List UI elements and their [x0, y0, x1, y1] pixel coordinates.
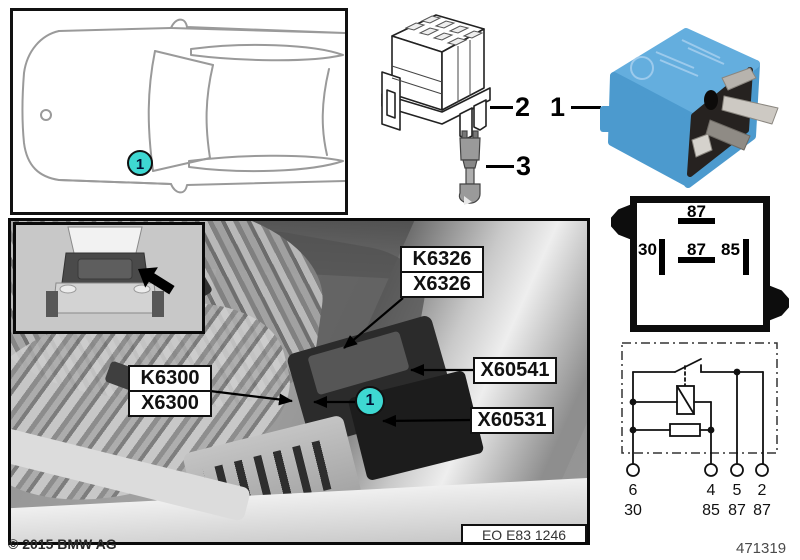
legend-socket-number: 2 [515, 92, 531, 122]
photo-marker-1: 1 [355, 386, 385, 416]
pin-number-4: 4 [707, 482, 716, 499]
pinbox-right-tab [768, 285, 789, 321]
terminal-name-85: 85 [702, 502, 720, 519]
relay-pin-4 [691, 133, 713, 158]
callout-k6326: K6326 [400, 246, 484, 273]
car-location-panel: 1 [10, 8, 348, 215]
pin-assignment-box: 87 30 87 85 [630, 196, 770, 332]
leader-line-2 [490, 106, 513, 109]
legend-relay-number: 1 [550, 92, 566, 122]
contact-pin-drawing [458, 130, 481, 205]
pin-87-top-label: 87 [687, 202, 706, 221]
relay-pin-2 [721, 95, 779, 125]
relay-photo [600, 28, 779, 188]
pin-87-top-slot [678, 218, 715, 224]
location-marker: 1 [127, 150, 153, 176]
document-number: 471319 [736, 540, 787, 557]
hood-inset-photo [13, 222, 205, 334]
callout-x6300: X6300 [128, 390, 212, 417]
pin-number-5: 5 [733, 482, 742, 499]
a-pillar-top [154, 50, 214, 66]
callout-x6326: X6326 [400, 271, 484, 298]
terminal-circle-4 [704, 463, 718, 477]
pin-collar [462, 159, 478, 169]
pin-number-2: 2 [758, 482, 767, 499]
socket-leg-2 [473, 99, 487, 131]
roof-front-edge [205, 64, 214, 159]
hood-detail-circle [40, 109, 52, 121]
pin-85-slot [743, 239, 749, 275]
leader-line-3 [486, 165, 514, 168]
terminal-circle-6 [626, 463, 640, 477]
pin-85-label: 85 [721, 240, 740, 259]
car-hood-line [58, 27, 172, 185]
relay-roundel-emboss [630, 56, 654, 80]
pin-30-label: 30 [638, 240, 657, 259]
pin-87-mid-slot [678, 257, 715, 263]
relay-socket-drawing [381, 14, 491, 140]
pinbox-left-tab [611, 204, 632, 240]
callout-k6300: K6300 [128, 365, 212, 392]
copyright-text: © 2015 BMW AG [8, 536, 117, 552]
side-window-bottom [188, 154, 344, 173]
photo-marker-1-label: 1 [365, 392, 375, 409]
inset-pointer-arrow [138, 267, 175, 295]
legend-pin-number: 3 [516, 151, 532, 181]
pin-stem [465, 167, 475, 185]
pin-30-slot [659, 239, 665, 275]
photo-leader-arrows [209, 297, 473, 427]
windshield-line [147, 50, 156, 172]
relay-circuit-schematic: 6 4 5 2 30 85 87 87 [621, 342, 778, 519]
terminal-name-30: 30 [624, 502, 642, 519]
terminal-circle-2 [755, 463, 769, 477]
callout-x60541: X60541 [473, 357, 557, 384]
side-window-top [190, 43, 344, 62]
terminal-name-87b: 87 [753, 502, 771, 519]
rear-window-line [321, 68, 330, 156]
photo-code-box: EO E83 1246 0005 [461, 524, 587, 542]
leader-line-1 [571, 106, 601, 109]
callout-x60531: X60531 [470, 407, 554, 434]
location-marker-label: 1 [136, 156, 144, 173]
relay-pin-3 [705, 119, 751, 151]
arrow-k6326 [343, 297, 404, 349]
hood-inset-drawing [46, 226, 175, 317]
engine-bay-photo: K6326 X6326 X60541 X60531 K6300 X6300 1 … [8, 218, 590, 545]
terminal-circle-5 [730, 463, 744, 477]
terminal-name-87a: 87 [728, 502, 746, 519]
pin-head [459, 137, 481, 161]
arrow-x60531 [382, 414, 471, 427]
arrow-k6300 [209, 389, 293, 406]
resistor-symbol [669, 423, 701, 437]
schematic-boundary [621, 342, 778, 454]
socket-left-bracket-slot [386, 89, 396, 119]
pin-number-6: 6 [629, 482, 638, 499]
pin-87-mid-label: 87 [687, 240, 706, 259]
switch-contact [674, 358, 702, 373]
car-top-view-drawing: 1 [21, 18, 345, 194]
relay-pin-hole [704, 90, 718, 110]
relay-left-face [608, 72, 694, 186]
relay-pin-1 [721, 67, 757, 91]
